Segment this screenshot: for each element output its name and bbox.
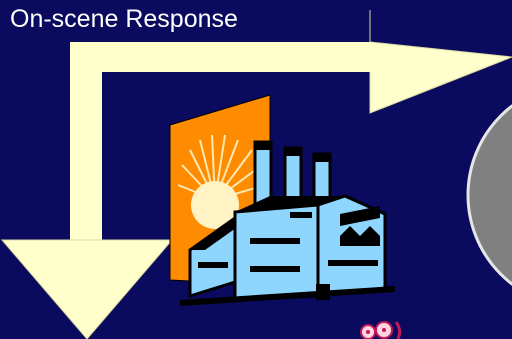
down-arrow-head	[2, 240, 172, 339]
title-box: On-scene Response	[0, 0, 368, 42]
arrow-horizontal-shaft	[70, 42, 372, 72]
right-arrow-head	[370, 10, 512, 113]
cartoon-character-icon	[361, 322, 400, 339]
gray-disc	[468, 83, 512, 307]
arrow-vertical-shaft	[70, 42, 102, 242]
slide-title: On-scene Response	[10, 4, 238, 34]
